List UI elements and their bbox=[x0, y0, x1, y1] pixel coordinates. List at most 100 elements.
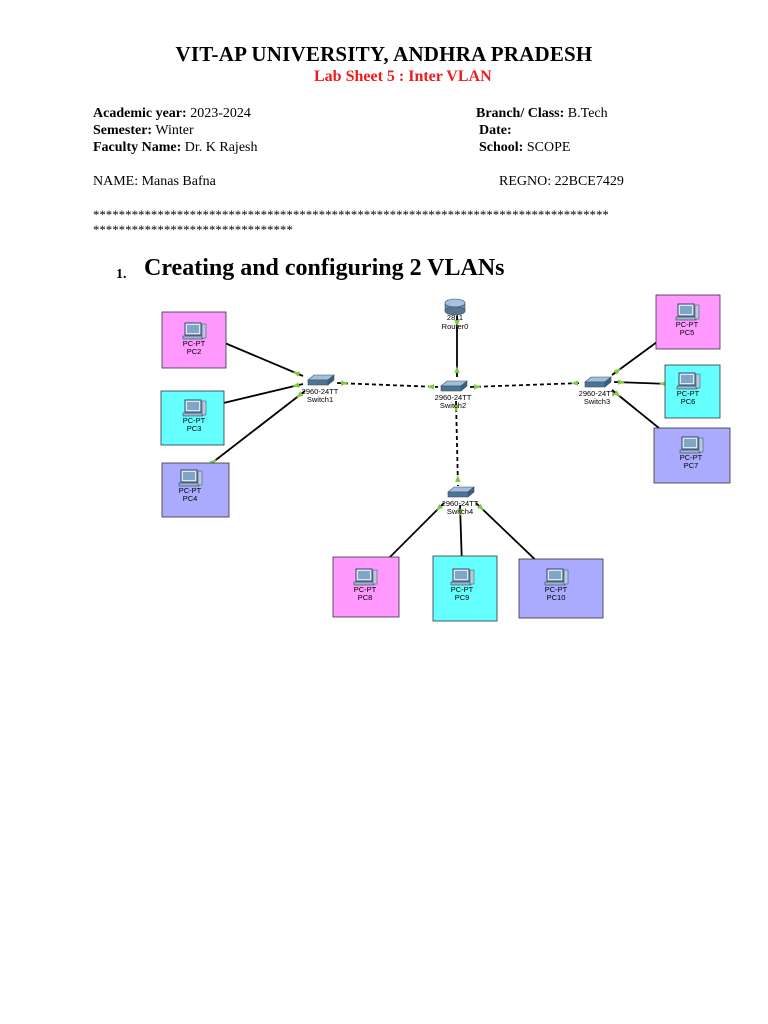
port-indicator bbox=[571, 380, 578, 386]
student-regno: REGNO: 22BCE7429 bbox=[499, 174, 624, 189]
faculty-value: Dr. K Rajesh bbox=[184, 140, 258, 155]
sw2-icon[interactable] bbox=[440, 380, 468, 392]
pc9-type-label: PC-PT bbox=[451, 585, 474, 594]
pc8-type-label: PC-PT bbox=[354, 585, 377, 594]
router-model-label: 2811 bbox=[447, 313, 463, 322]
pc7-computer-icon[interactable] bbox=[679, 436, 704, 454]
pc7-name-label: PC7 bbox=[684, 461, 699, 470]
pc10-name-label: PC10 bbox=[547, 593, 566, 602]
sw1-name-label: Switch1 bbox=[307, 395, 333, 404]
pc9-computer-icon[interactable] bbox=[450, 568, 475, 586]
sw4-name-label: Switch4 bbox=[447, 507, 473, 516]
sw2-name-label: Switch2 bbox=[440, 401, 466, 410]
sw4-icon[interactable] bbox=[447, 486, 475, 498]
separator-line-1: ****************************************… bbox=[93, 208, 609, 222]
pc3-type-label: PC-PT bbox=[183, 416, 206, 425]
pc6-name-label: PC6 bbox=[681, 397, 696, 406]
branch-value: B.Tech bbox=[567, 106, 608, 121]
link-pc4-switch1 bbox=[207, 390, 306, 467]
semester-label: Semester: bbox=[93, 123, 153, 138]
faculty-row: Faculty Name: Dr. K Rajesh bbox=[93, 139, 257, 156]
port-indicator bbox=[613, 390, 621, 397]
pc5-type-label: PC-PT bbox=[676, 320, 699, 329]
port-indicator bbox=[457, 509, 463, 516]
pc8-computer-icon[interactable] bbox=[353, 568, 378, 586]
port-indicator bbox=[613, 368, 621, 375]
date-row: Date: bbox=[479, 122, 512, 139]
port-indicator bbox=[340, 380, 348, 386]
semester-row: Semester: Winter bbox=[93, 122, 194, 139]
router-name-label: Router0 bbox=[442, 322, 469, 331]
port-indicator bbox=[659, 381, 666, 387]
academic-year-value: 2023-2024 bbox=[190, 106, 251, 121]
link-switch4-pc10 bbox=[475, 502, 546, 570]
pc6-computer-icon[interactable] bbox=[676, 372, 701, 390]
port-indicator bbox=[618, 379, 625, 385]
link-pc3-switch1 bbox=[210, 383, 304, 407]
pc6-type-label: PC-PT bbox=[677, 389, 700, 398]
port-indicator bbox=[292, 371, 301, 377]
faculty-label: Faculty Name: bbox=[93, 140, 182, 155]
pc9-vlan-box bbox=[432, 555, 498, 622]
port-indicator bbox=[427, 384, 435, 390]
link-switch2-switch4 bbox=[455, 400, 459, 487]
pc3-computer-icon[interactable] bbox=[182, 399, 207, 417]
port-indicator bbox=[209, 459, 217, 466]
branch-label: Branch/ Class: bbox=[476, 106, 565, 121]
pc5-name-label: PC5 bbox=[680, 328, 695, 337]
sw1-model-label: 2960-24TT bbox=[302, 387, 339, 396]
sw3-model-label: 2960-24TT bbox=[579, 389, 616, 398]
pc9-name-label: PC9 bbox=[455, 593, 470, 602]
semester-value: Winter bbox=[155, 123, 194, 138]
sw3-name-label: Switch3 bbox=[584, 397, 610, 406]
pc2-name-label: PC2 bbox=[187, 347, 202, 356]
link-switch4-pc8 bbox=[379, 502, 445, 568]
pc3-name-label: PC3 bbox=[187, 424, 202, 433]
student-name: NAME: Manas Bafna bbox=[93, 174, 216, 189]
pc7-type-label: PC-PT bbox=[680, 453, 703, 462]
sw3-icon[interactable] bbox=[584, 376, 612, 388]
pc2-computer-icon[interactable] bbox=[182, 322, 207, 340]
school-value: SCOPE bbox=[526, 140, 571, 155]
pc4-name-label: PC4 bbox=[183, 494, 198, 503]
port-indicator bbox=[453, 405, 459, 412]
branch-row: Branch/ Class: B.Tech bbox=[476, 105, 608, 122]
sw1-icon[interactable] bbox=[307, 374, 335, 386]
router-icon[interactable] bbox=[444, 298, 466, 316]
port-indicator bbox=[477, 503, 484, 511]
links-layer bbox=[207, 316, 676, 570]
lab-title: Lab Sheet 5 : Inter VLAN bbox=[314, 68, 492, 85]
pc5-computer-icon[interactable] bbox=[675, 303, 700, 321]
academic-year-row: Academic year: 2023-2024 bbox=[93, 105, 251, 122]
pc10-computer-icon[interactable] bbox=[544, 568, 569, 586]
section-number: 1. bbox=[116, 267, 127, 282]
port-indicator bbox=[296, 391, 304, 398]
sw4-model-label: 2960-24TT bbox=[442, 499, 479, 508]
port-indicator bbox=[454, 320, 460, 327]
academic-year-label: Academic year: bbox=[93, 106, 187, 121]
port-indicator bbox=[436, 504, 443, 511]
port-indicator bbox=[474, 384, 481, 390]
pc8-name-label: PC8 bbox=[358, 593, 373, 602]
school-row: School: SCOPE bbox=[479, 139, 570, 156]
port-indicator bbox=[455, 475, 461, 482]
pc2-vlan-box bbox=[161, 311, 227, 369]
link-switch2-switch3 bbox=[469, 382, 583, 388]
pc10-type-label: PC-PT bbox=[545, 585, 568, 594]
link-pc2-switch1 bbox=[212, 337, 304, 377]
link-switch1-switch2 bbox=[336, 382, 439, 388]
school-label: School: bbox=[479, 140, 524, 155]
port-indicator bbox=[292, 382, 300, 388]
sw2-model-label: 2960-24TT bbox=[435, 393, 472, 402]
section-title: Creating and configuring 2 VLANs bbox=[144, 255, 505, 281]
university-title: VIT-AP UNIVERSITY, ANDHRA PRADESH bbox=[175, 42, 593, 66]
date-label: Date: bbox=[479, 123, 512, 138]
pc2-type-label: PC-PT bbox=[183, 339, 206, 348]
separator-line-2: ******************************* bbox=[93, 223, 293, 237]
pc8-vlan-box bbox=[332, 556, 400, 618]
pc4-type-label: PC-PT bbox=[179, 486, 202, 495]
port-indicator bbox=[454, 366, 460, 373]
pc4-computer-icon[interactable] bbox=[178, 469, 203, 487]
